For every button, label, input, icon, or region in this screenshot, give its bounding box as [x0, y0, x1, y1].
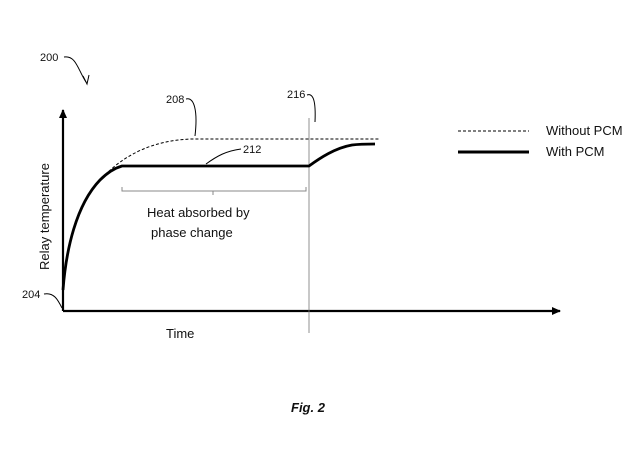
plateau-bracket	[121, 187, 307, 192]
legend-label-without-pcm: Without PCM	[546, 123, 623, 138]
legend: Without PCM With PCM	[458, 123, 623, 159]
figure-caption: Fig. 2	[291, 400, 326, 415]
curve-with-pcm	[61, 142, 376, 291]
legend-label-with-pcm: With PCM	[546, 144, 605, 159]
ref-204-label: 204	[22, 289, 40, 301]
ref-212-leader	[205, 148, 242, 165]
ref-204-leader	[43, 293, 63, 309]
annotation-line-1: Heat absorbed by	[147, 205, 250, 220]
x-axis-label: Time	[166, 326, 194, 341]
ref-212-label: 212	[243, 144, 261, 156]
ref-200-leader	[63, 56, 87, 83]
ref-216-leader	[306, 94, 316, 123]
annotation-line-2: phase change	[151, 225, 233, 240]
ref-208-label: 208	[166, 94, 184, 106]
ref-216-label: 216	[287, 89, 305, 101]
ref-200-label: 200	[40, 52, 58, 64]
ref-208-leader	[185, 98, 197, 137]
y-axis-label: Relay temperature	[37, 163, 52, 270]
ref-200-arrow-icon	[82, 74, 90, 86]
